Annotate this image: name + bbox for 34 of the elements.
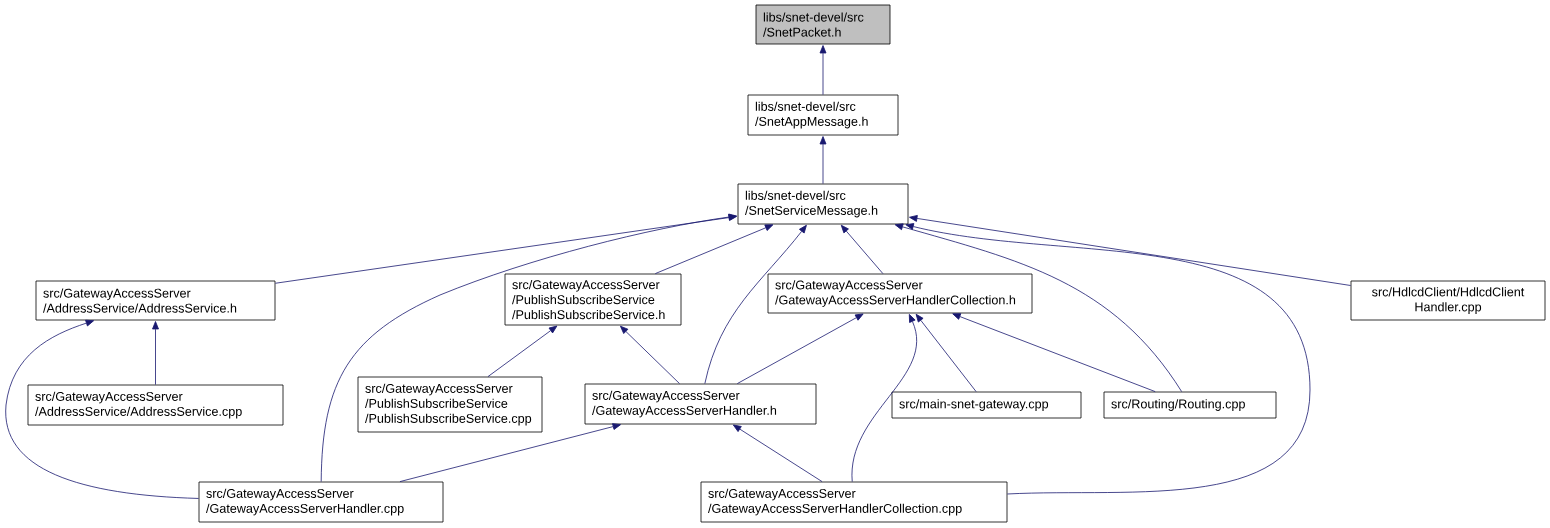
arrow	[654, 224, 774, 274]
file-box: src/GatewayAccessServer /PublishSubscribeService /PublishSubscribeService.cpp	[357, 376, 543, 433]
file-box: src/GatewayAccessServer /PublishSubscribeService /PublishSubscribeService.h	[504, 273, 682, 326]
file-box: src/GatewayAccessServer /GatewayAccessServerHandler.cpp	[198, 481, 444, 523]
file-box: src/GatewayAccessServer /GatewayAccessServerHandlerCollection.cpp	[700, 481, 1008, 523]
arrow	[819, 136, 827, 184]
arrow	[840, 224, 884, 274]
arrow	[894, 223, 1183, 392]
arrow	[487, 325, 558, 377]
file-box: src/GatewayAccessServer /AddressService/AddressService.h	[35, 280, 276, 321]
arrow	[851, 314, 917, 482]
file-box: src/HdlcdClient/HdlcdClient Handler.cpp	[1350, 280, 1546, 321]
file-box: libs/snet-devel/src /SnetServiceMessage.h	[737, 183, 909, 225]
arrow	[952, 313, 1156, 392]
arrow	[275, 214, 737, 284]
file-box: src/main-snet-gateway.cpp	[891, 391, 1082, 419]
file-box: libs/snet-devel/src /SnetAppMessage.h	[747, 94, 899, 136]
file-box: libs/snet-devel/src /SnetPacket.h	[755, 4, 891, 45]
arrow	[620, 325, 680, 384]
arrow	[704, 224, 807, 384]
arrow	[152, 321, 159, 385]
arrow	[399, 423, 621, 482]
arrow	[905, 223, 1311, 495]
file-box: src/GatewayAccessServer /GatewayAccessServerHandlerCollection.h	[767, 273, 1033, 314]
file-box: src/Routing/Routing.cpp	[1103, 391, 1277, 419]
arrow	[736, 313, 864, 384]
arrow	[5, 319, 199, 499]
arrow	[320, 213, 737, 482]
arrow	[819, 45, 827, 95]
file-box: src/GatewayAccessServer /GatewayAccessServerHandler.h	[584, 383, 817, 425]
arrow	[915, 313, 977, 392]
arrow	[732, 424, 823, 482]
file-box: src/GatewayAccessServer /AddressService/AddressService.cpp	[27, 384, 284, 426]
arrow	[909, 215, 1351, 286]
